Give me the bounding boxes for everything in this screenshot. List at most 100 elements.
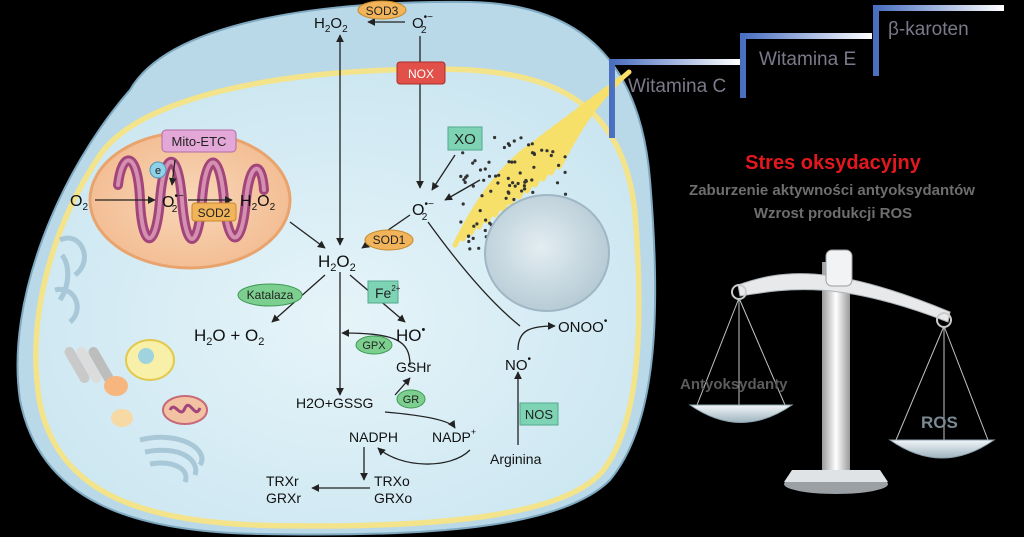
step-beta-carotene <box>873 5 1004 76</box>
ribosome-dot <box>471 184 475 188</box>
ribosome-dot <box>496 181 500 185</box>
ribosome-dot <box>512 139 516 143</box>
label-vitamin-e: Witamina E <box>759 49 857 70</box>
ribosome-dot <box>532 152 537 156</box>
stress-title: Stres oksydacyjny <box>745 152 921 174</box>
label-vitamin-c: Witamina C <box>628 76 727 97</box>
sod1-box: SOD1 <box>364 229 414 251</box>
ribosome-dot <box>463 180 467 184</box>
sod2-box: SOD2 <box>191 202 237 222</box>
nos-label: NOS <box>525 407 554 422</box>
ribosome-dot <box>530 178 534 182</box>
gpx-box: GPX <box>355 335 393 355</box>
nucleus <box>484 194 610 312</box>
antioxidant-staircase <box>609 5 1004 138</box>
ribosome-dot <box>502 145 506 150</box>
ribosome-dot <box>487 160 491 164</box>
gr-label: GR <box>403 394 420 406</box>
ribosome-dot <box>484 218 488 222</box>
ribosome-dot <box>513 160 517 164</box>
gssg-label: H2O+GSSG <box>296 395 373 411</box>
xo-box: XO <box>447 126 483 151</box>
step-vitamin-e <box>740 33 872 98</box>
ribosome-dot <box>532 165 536 169</box>
grxo-label: GRXo <box>374 490 412 506</box>
ribosome-dot <box>464 175 468 179</box>
ribosome-dot <box>512 197 516 202</box>
ribosome-dot <box>461 202 465 206</box>
endoplasmic-reticulum-dots <box>452 69 632 251</box>
ribosome-dot <box>480 194 484 198</box>
ribosome-dot <box>530 142 534 146</box>
peroxisome-icon <box>111 409 133 427</box>
ribosome-dot <box>467 239 471 244</box>
gshr-label: GSHr <box>396 359 431 375</box>
ribosome-dot <box>482 178 486 182</box>
ribosome-dot <box>510 181 515 185</box>
ribosome-dot <box>488 221 492 225</box>
scale-pan-left <box>688 404 794 423</box>
molecule-labels: H2O2 O•−2 O2 O•−2 H2O2 O•−2 H2O2 H2O + O… <box>70 12 608 506</box>
o2-superoxide-top: O•−2 <box>412 12 433 36</box>
ribosome-dot <box>473 159 477 163</box>
ribosome-dot <box>549 153 553 158</box>
katalaza-label: Katalaza <box>247 288 294 302</box>
ribosome-dot <box>563 155 567 159</box>
fe-label: Fe <box>375 285 392 301</box>
ribosome-dot <box>487 174 492 178</box>
ribosome-dot <box>524 178 528 183</box>
ribosome-dot <box>516 181 520 186</box>
ribosome-dot <box>483 167 487 171</box>
ribosome-dot <box>555 181 560 185</box>
ribosome-dot <box>563 170 567 174</box>
ribosome-dot <box>466 234 471 238</box>
lysosome-icon <box>104 376 128 396</box>
ribosome-dot <box>471 236 475 240</box>
ribosome-dot <box>527 143 531 147</box>
trxr-label: TRXr <box>266 473 299 489</box>
ribosome-dot <box>478 168 483 172</box>
ribosome-dot <box>493 135 497 140</box>
ribosome-dot <box>506 190 510 194</box>
electron-badge: e <box>149 161 167 179</box>
katalaza-box: Katalaza <box>237 283 303 307</box>
balance-scale <box>688 249 996 494</box>
microtubule-bundle-icon <box>64 347 114 383</box>
small-organelles <box>54 235 208 483</box>
ribosome-dot <box>519 136 523 140</box>
ribosome-dot <box>459 220 463 224</box>
h2o2-mito: H2O2 <box>240 193 276 213</box>
sod3-label: SOD3 <box>366 4 399 18</box>
ribosome-dot <box>483 228 487 233</box>
xo-label: XO <box>454 131 476 148</box>
o2-mito: O2 <box>70 193 88 213</box>
nox-label: NOX <box>408 67 434 81</box>
ribosome-dot <box>506 142 510 146</box>
stress-line-1: Zaburzenie aktywności antyoksydantów <box>689 182 975 199</box>
nitric-oxide-label: NO• <box>505 354 532 374</box>
ribosome-dot <box>489 189 493 193</box>
golgi-icon <box>139 434 205 483</box>
trxo-label: TRXo <box>374 473 410 489</box>
ribosome-dot <box>477 246 481 250</box>
hydroxyl-radical: HO• <box>396 324 426 345</box>
ribosome-dot <box>531 190 535 194</box>
ribosome-dot <box>507 160 511 164</box>
ribosome-dot <box>497 173 501 177</box>
ribosome-dot <box>462 178 466 182</box>
mito-etc-box: Mito-ETC <box>161 129 237 153</box>
ribosome-dot <box>520 189 524 193</box>
er-strand <box>556 69 632 170</box>
ribosome-dot <box>504 196 508 200</box>
nox-box: NOX <box>396 61 446 85</box>
mito-etc-label: Mito-ETC <box>172 134 227 149</box>
ribosome-dot <box>523 187 527 191</box>
ribosome-dot <box>513 184 517 188</box>
sod1-label: SOD1 <box>373 233 406 247</box>
ribosome-dot <box>461 151 465 155</box>
sod3-box: SOD3 <box>357 0 407 20</box>
ribosome-dot <box>518 171 522 175</box>
ribosome-dot <box>551 150 555 154</box>
scale-right-label: ROS <box>921 413 958 432</box>
